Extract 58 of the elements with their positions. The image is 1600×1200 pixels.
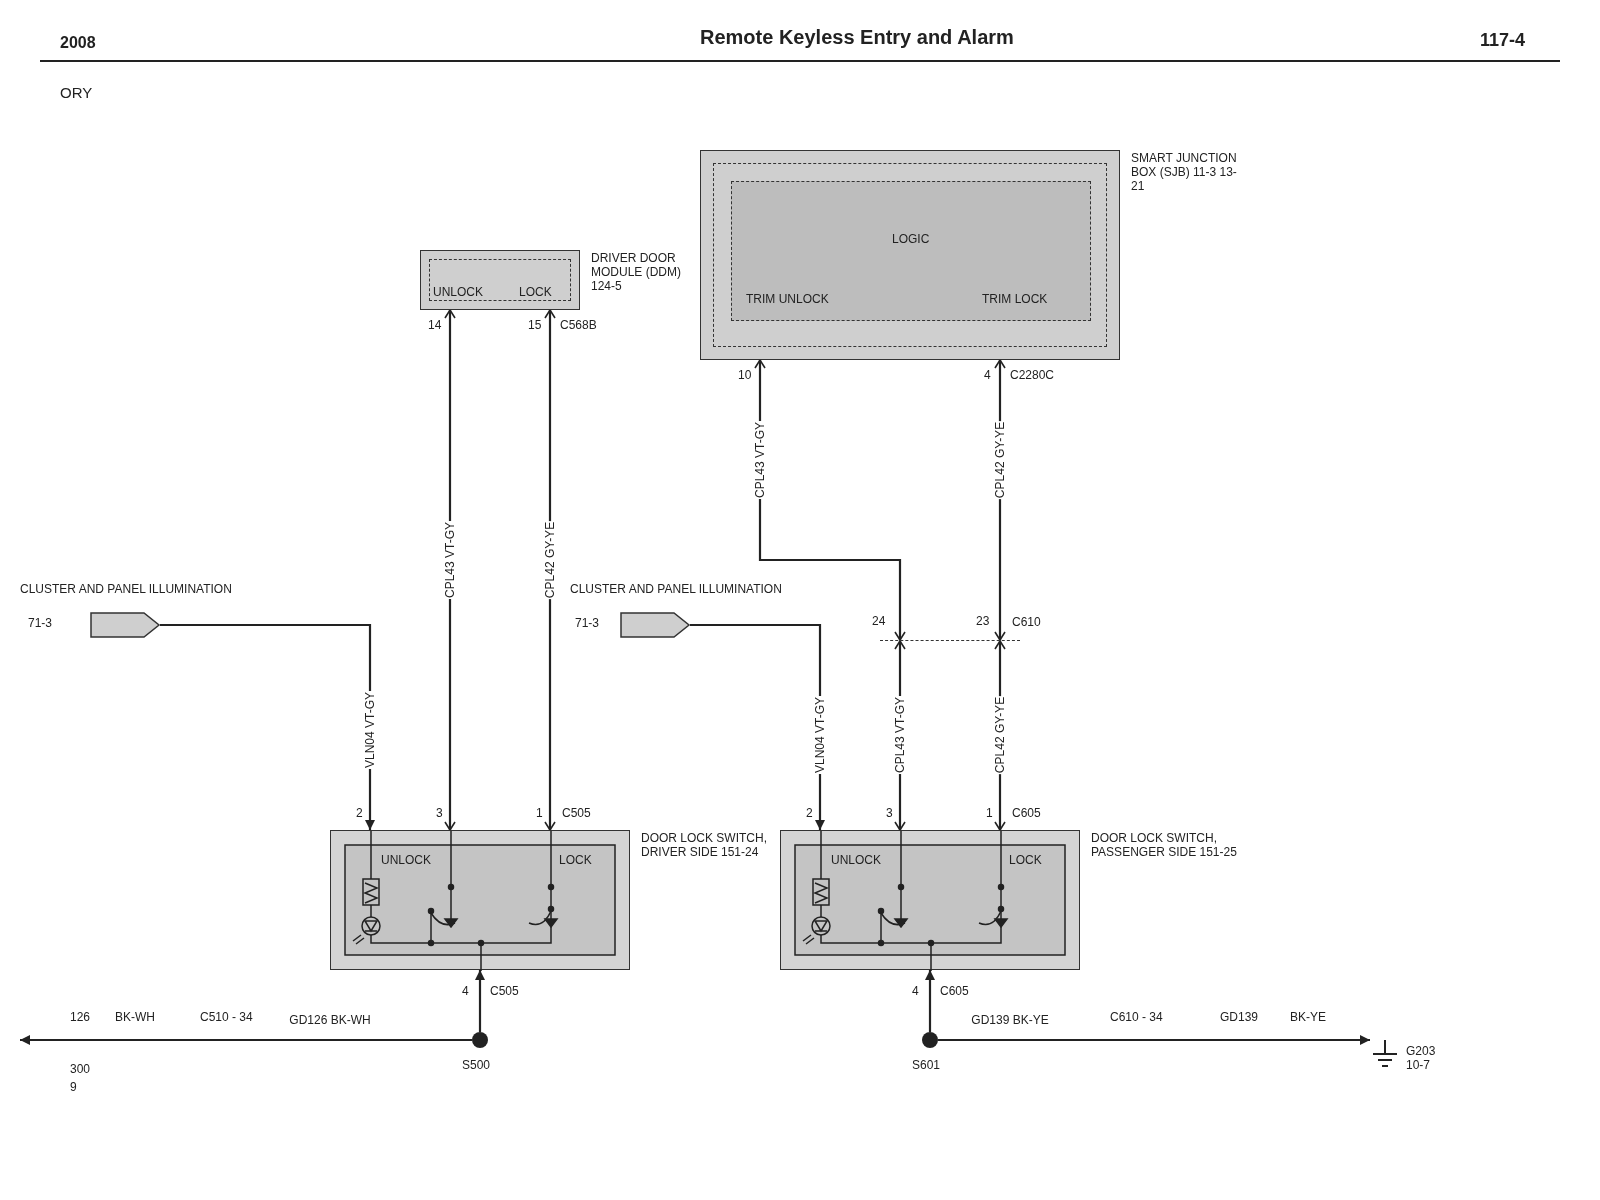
component-caption: S500 — [462, 1058, 491, 1072]
section-heading: ORY — [60, 84, 93, 101]
component-caption: DOOR LOCK SWITCH, DRIVER SIDE 151-24 — [641, 831, 768, 859]
page-title: Remote Keyless Entry and Alarm — [700, 26, 1014, 49]
pin-number: 1 — [536, 806, 543, 820]
wire-label: BK-WH — [115, 1010, 155, 1024]
reference-label: 300 — [70, 1062, 91, 1076]
pin-number: 23 — [976, 614, 990, 628]
connector-id: C605 — [940, 984, 969, 998]
component-caption: CLUSTER AND PANEL ILLUMINATION — [570, 582, 782, 596]
wire — [20, 1035, 472, 1045]
logic-block — [731, 181, 1091, 321]
component-label: TRIM LOCK — [982, 292, 1048, 306]
pin-number: 3 — [436, 806, 443, 820]
page-header: 2008 — [60, 34, 96, 52]
pin-number: 24 — [872, 614, 886, 628]
connector-id: C568B — [560, 318, 597, 332]
wire — [938, 1035, 1370, 1045]
component-caption: C610 — [1012, 615, 1041, 629]
component-label: LOCK — [1009, 853, 1042, 867]
inline-connector-label: C510 - 34 — [200, 1010, 253, 1024]
connector-id: C505 — [490, 984, 519, 998]
component-caption: 71-3 — [575, 616, 600, 630]
pin-number: 2 — [356, 806, 363, 820]
component-label: LOCK — [519, 285, 552, 299]
component-caption: DRIVER DOOR MODULE (DDM) 124-5 — [591, 251, 682, 293]
component-label: UNLOCK — [381, 853, 431, 867]
component-label: LOCK — [559, 853, 592, 867]
pin-number: 4 — [984, 368, 991, 382]
inline-connector-label: C610 - 34 — [1110, 1010, 1163, 1024]
wire-label: GD139 — [1220, 1010, 1259, 1024]
component-label: UNLOCK — [433, 285, 483, 299]
pin-number: 10 — [738, 368, 752, 382]
component-caption: SMART JUNCTION BOX (SJB) 11-3 13-21 — [1131, 151, 1238, 193]
pin-number: 15 — [528, 318, 542, 332]
pin-number: 4 — [912, 984, 919, 998]
connector-id: C2280C — [1010, 368, 1055, 382]
wire-label: BK-YE — [1290, 1010, 1326, 1024]
wire — [475, 970, 485, 1032]
component-label: LOGIC — [892, 232, 930, 246]
pin-number: 3 — [886, 806, 893, 820]
component-caption: CLUSTER AND PANEL ILLUMINATION — [20, 582, 232, 596]
page-number: 117-4 — [1480, 30, 1526, 51]
component-caption: G203 10-7 — [1406, 1044, 1437, 1072]
component-caption: 71-3 — [28, 616, 53, 630]
connector-id: C605 — [1012, 806, 1041, 820]
component-caption: DOOR LOCK SWITCH, PASSENGER SIDE 151-25 — [1091, 831, 1238, 859]
pin-number: 14 — [428, 318, 442, 332]
pin-number: 2 — [806, 806, 813, 820]
component-caption: S601 — [912, 1058, 941, 1072]
reference-label: 9 — [70, 1080, 77, 1094]
pin-number: 1 — [986, 806, 993, 820]
wire-label: 126 — [70, 1010, 91, 1024]
connector-id: C505 — [562, 806, 591, 820]
pin-number: 4 — [462, 984, 469, 998]
component-label: TRIM UNLOCK — [746, 292, 829, 306]
wire — [925, 970, 935, 1032]
component-label: UNLOCK — [831, 853, 881, 867]
